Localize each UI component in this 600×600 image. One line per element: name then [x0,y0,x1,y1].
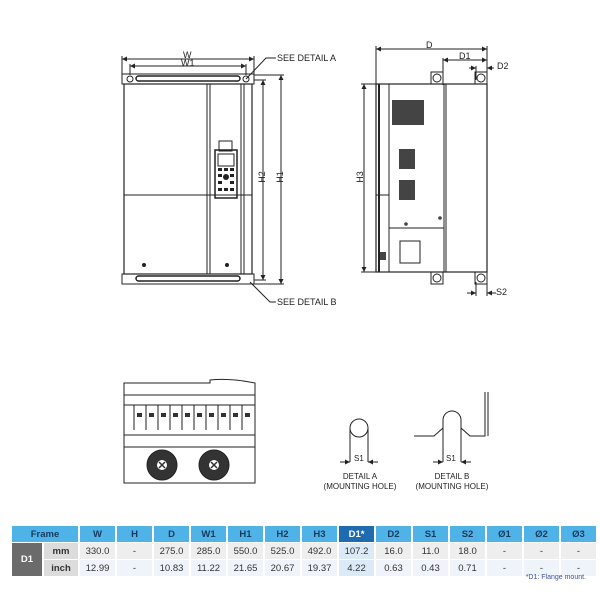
cell-h-inch: - [117,560,152,576]
cell-d1-mm: 107.2 [339,543,374,559]
dim-label-h1: H1 [274,171,285,183]
cell-s1-inch: 0.43 [413,560,448,576]
unit-cell: mm [44,543,78,559]
cell-h3-inch: 19.37 [302,560,337,576]
cell-w1-inch: 11.22 [191,560,226,576]
cell-d1-inch: 4.22 [339,560,374,576]
detail-a-caption: DETAIL A (MOUNTING HOLE) [316,472,404,492]
detail-b-title: DETAIL B [434,472,470,481]
dim-label-s2: S2 [496,287,508,297]
table-row-mm: D1 mm 330.0 - 275.0 285.0 550.0 525.0 49… [12,543,596,576]
detail-a-subtitle: (MOUNTING HOLE) [323,482,397,491]
front-view [121,56,284,303]
header-d1: D1* [339,526,374,542]
dim-label-h2: H2 [256,171,267,183]
drawing-svg [121,46,496,484]
side-view [361,46,496,296]
cell-s2-mm: 18.0 [450,543,485,559]
detail-a-s1-label: S1 [354,454,364,463]
detail-b-subtitle: (MOUNTING HOLE) [415,482,489,491]
detail-a [340,418,378,465]
bottom-view [123,378,256,484]
cell-h2-mm: 525.0 [265,543,300,559]
callout-detail-b: SEE DETAIL B [277,297,337,307]
dim-label-w: W [183,50,192,60]
cell-o1-inch: - [487,560,522,576]
cell-d-mm: 275.0 [154,543,189,559]
header-o2: Ø2 [524,526,559,542]
cell-w-mm: 330.0 [80,543,115,559]
cell-w-inch: 12.99 [80,560,115,576]
cell-o3-mm: - [561,543,596,559]
header-h2: H2 [265,526,300,542]
detail-b [414,392,489,465]
header-w: W [80,526,115,542]
header-h3: H3 [302,526,337,542]
header-frame: Frame [12,526,78,542]
frame-cell: D1 [12,543,42,576]
cell-s2-inch: 0.71 [450,560,485,576]
header-d: D [154,526,189,542]
dim-label-w1: W1 [181,58,195,68]
header-o3: Ø3 [561,526,596,542]
table-header-row: Frame W H D W1 H1 H2 H3 D1* D2 S1 S2 Ø1 … [12,526,596,542]
header-h: H [117,526,152,542]
unit-cell: inch [44,560,78,576]
header-d2: D2 [376,526,411,542]
cell-h1-mm: 550.0 [228,543,263,559]
cell-d-inch: 10.83 [154,560,189,576]
header-h1: H1 [228,526,263,542]
dim-label-h3: H3 [354,171,365,183]
cell-w1-mm: 285.0 [191,543,226,559]
dim-label-d2: D2 [497,61,509,71]
cell-o2-mm: - [524,543,559,559]
cell-h1-inch: 21.65 [228,560,263,576]
header-o1: Ø1 [487,526,522,542]
detail-a-title: DETAIL A [342,472,378,481]
header-s1: S1 [413,526,448,542]
cell-d2-mm: 16.0 [376,543,411,559]
header-s2: S2 [450,526,485,542]
header-w1: W1 [191,526,226,542]
cell-h-mm: - [117,543,152,559]
cell-o1-mm: - [487,543,522,559]
dimension-drawing: W W1 H1 H2 SEE DETAIL A SEE DETAIL B D D… [121,40,509,492]
cell-s1-mm: 11.0 [413,543,448,559]
cell-h3-mm: 492.0 [302,543,337,559]
cell-o3-inch: - [561,560,596,576]
cell-o2-inch: - [524,560,559,576]
dim-label-d1: D1 [459,51,471,61]
cell-h2-inch: 20.67 [265,560,300,576]
table-row-inch: inch 12.99 - 10.83 11.22 21.65 20.67 19.… [12,560,596,576]
detail-b-s1-label: S1 [446,454,456,463]
callout-detail-a: SEE DETAIL A [277,53,337,63]
detail-b-caption: DETAIL B (MOUNTING HOLE) [408,472,496,492]
cell-d2-inch: 0.63 [376,560,411,576]
dimension-table: Frame W H D W1 H1 H2 H3 D1* D2 S1 S2 Ø1 … [10,525,598,577]
dim-label-d: D [426,40,433,50]
footnote: *D1: Flange mount. [525,574,586,581]
